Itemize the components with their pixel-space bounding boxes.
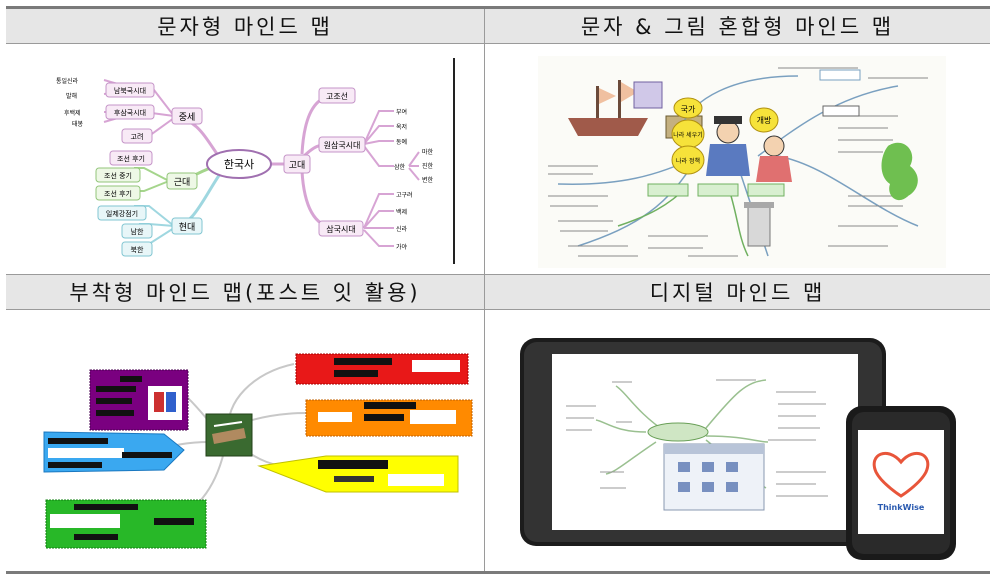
leaf-samguk-2: 신라 [396, 225, 408, 233]
table-bottom-rule [6, 571, 990, 574]
leaf-samhan-sub-1: 진한 [422, 162, 434, 170]
leaf-samhan-2: 동예 [396, 138, 407, 146]
bubble-policy: 나라 정책 [676, 157, 700, 165]
leaf-samhan-1: 옥저 [396, 123, 407, 131]
thinkwise-logo: ThinkWise [878, 503, 925, 512]
leaf-left-0: 통일신라 [56, 77, 79, 85]
header-mixed-mindmap: 문자 & 그림 혼합형 마인드 맵 [485, 9, 990, 43]
digital-mindmap-image: ThinkWise [516, 332, 966, 562]
mind-map-comparison-table: 문자형 마인드 맵 문자 & 그림 혼합형 마인드 맵 [6, 6, 990, 574]
mixed-mindmap-image: 국가 나라 세우기 나라 정책 개방 [538, 56, 946, 268]
leaf-samguk-0: 고구려 [396, 191, 413, 199]
column-divider [484, 9, 485, 571]
node-nambuk: 남북국시대 [114, 86, 146, 95]
leaf-samguk-1: 백제 [396, 208, 407, 216]
header-text-mindmap: 문자형 마인드 맵 [6, 9, 484, 43]
node-samhan: 원삼국시대 [324, 140, 361, 150]
node-joseon-late2: 조선 후기 [104, 189, 132, 198]
leaf-left-2: 후백제 [64, 109, 81, 117]
node-japan: 일제강점기 [106, 209, 138, 218]
node-joseon-mid: 조선 중기 [104, 171, 132, 180]
center-node-label: 한국사 [224, 158, 254, 171]
sticky-mindmap-image [34, 342, 474, 560]
bubble-founding: 나라 세우기 [673, 131, 703, 139]
leaf-samhan-0: 부여 [396, 108, 407, 116]
row-divider-3 [6, 309, 990, 310]
node-modern: 근대 [174, 177, 191, 188]
table-top-rule [6, 6, 990, 9]
leaf-samguk-3: 가야 [396, 243, 408, 251]
row-divider [6, 43, 990, 44]
text-mindmap-image: 한국사 고대 중세 근대 현대 고조선 원삼국시대 삼국시대 남북국시대 후삼국… [34, 56, 458, 266]
node-samguk: 삼국시대 [326, 224, 355, 234]
node-medieval: 중세 [179, 112, 196, 123]
node-gojoseon: 고조선 [326, 92, 348, 101]
node-contemporary: 현대 [179, 222, 196, 233]
node-ancient: 고대 [289, 160, 306, 171]
leaf-samhan-sub-2: 변한 [422, 176, 434, 184]
leaf-left-3: 태봉 [72, 120, 84, 128]
node-husam: 후삼국시대 [114, 108, 146, 117]
bubble-opening: 개방 [757, 115, 772, 125]
leaf-samhan-3: 삼한 [394, 163, 406, 171]
node-south: 남한 [131, 227, 144, 236]
center-node [206, 149, 272, 179]
leaf-left-1: 발해 [66, 92, 77, 100]
node-north: 북한 [131, 246, 144, 254]
node-joseon-late: 조선 후기 [117, 154, 145, 163]
bubble-nation: 국가 [681, 105, 696, 114]
header-digital-mindmap: 디지털 마인드 맵 [485, 275, 990, 309]
header-sticky-mindmap: 부착형 마인드 맵(포스트 잇 활용) [6, 275, 484, 309]
node-goryeo: 고려 [131, 132, 144, 141]
leaf-samhan-sub-0: 마한 [422, 148, 434, 156]
row-divider-2 [6, 274, 990, 275]
